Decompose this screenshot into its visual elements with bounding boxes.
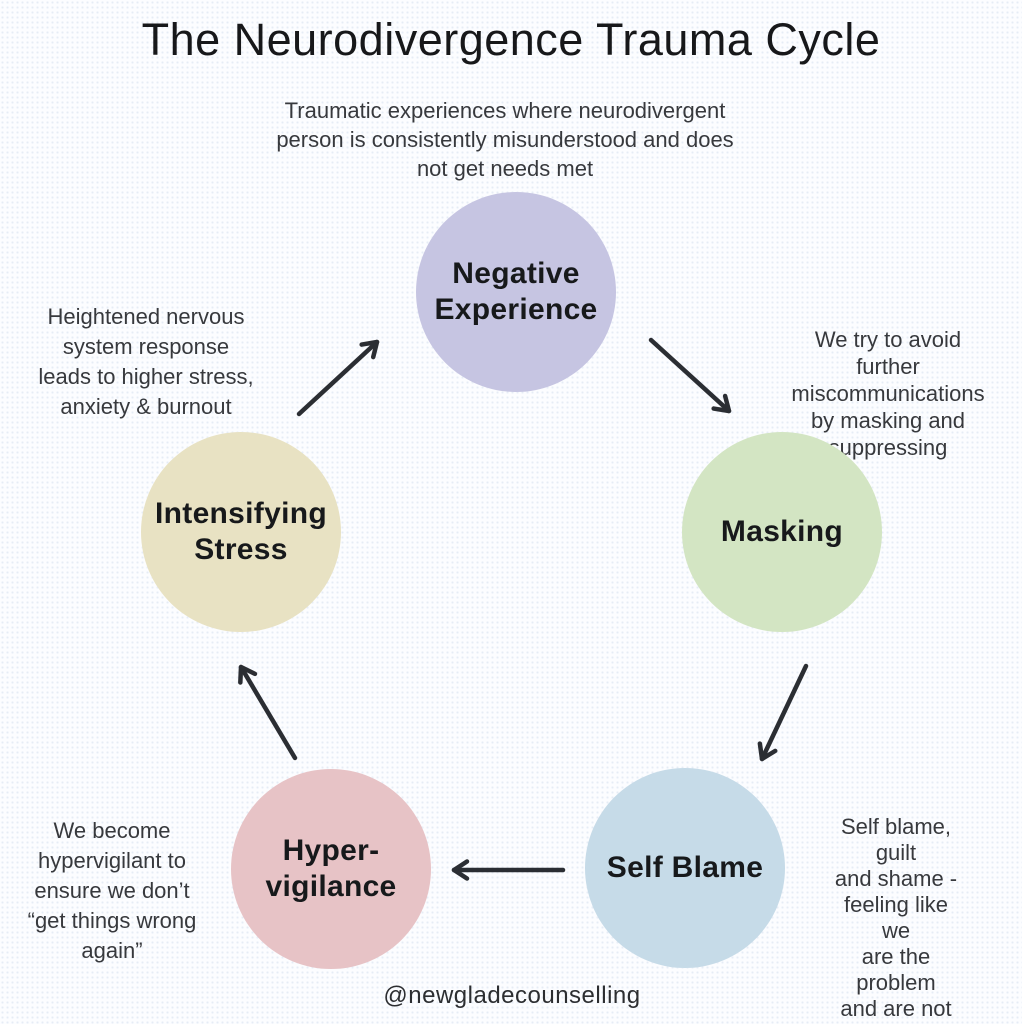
node-label-intensifying-stress: Intensifying Stress bbox=[155, 497, 327, 566]
footer-handle: @newgladecounselling bbox=[383, 982, 641, 1009]
node-label-masking: Masking bbox=[720, 515, 844, 548]
node-hyper-vigilance: Hyper- vigilance bbox=[231, 769, 431, 969]
note-intensifying-stress: Heightened nervous system response leads… bbox=[38, 304, 254, 419]
node-negative-experience: Negative Experience bbox=[416, 192, 616, 392]
arrow-hyper-to-intensifying-icon bbox=[238, 664, 298, 761]
note-masking: We try to avoid further miscommunication… bbox=[791, 327, 985, 460]
note-hyper-vigilance: We become hypervigilant to ensure we don… bbox=[27, 818, 197, 963]
note-self-blame: Self blame, guilt and shame - feeling li… bbox=[834, 814, 958, 1024]
node-label-negative-experience: Negative Experience bbox=[434, 257, 598, 326]
node-intensifying-stress: Intensifying Stress bbox=[141, 432, 341, 632]
node-masking: Masking bbox=[682, 432, 882, 632]
arrow-intensifying-to-negative-icon bbox=[296, 339, 380, 417]
node-self-blame: Self Blame bbox=[585, 768, 785, 968]
node-label-hyper-vigilance: Hyper- vigilance bbox=[265, 834, 397, 903]
arrow-masking-to-self-blame-icon bbox=[757, 663, 809, 762]
note-negative-experience: Traumatic experiences where neurodiverge… bbox=[276, 98, 734, 181]
arrow-negative-to-masking-icon bbox=[648, 337, 732, 414]
node-label-self-blame: Self Blame bbox=[606, 851, 764, 884]
page-title: The Neurodivergence Trauma Cycle bbox=[141, 14, 881, 65]
